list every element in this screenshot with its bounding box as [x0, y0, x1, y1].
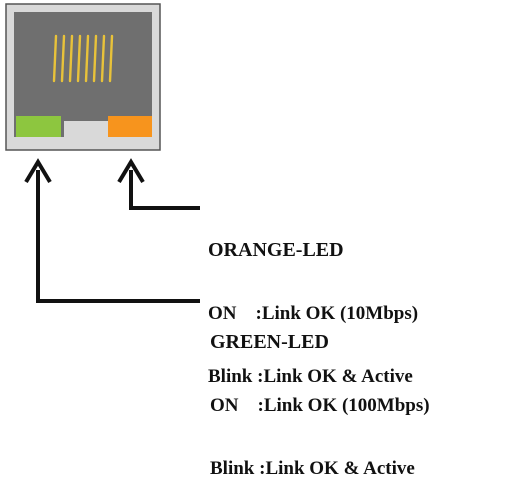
pin-8: [108, 34, 114, 83]
green-led-on-state: ON :Link OK (100Mbps): [210, 395, 430, 416]
pin-5: [84, 34, 90, 83]
orange-led-arrow: [117, 158, 200, 210]
pin-1: [52, 34, 58, 83]
green-arrowhead: [24, 158, 52, 184]
green-arrow-line: [36, 170, 200, 303]
pin-7: [100, 34, 106, 83]
green-led-description: GREEN-LED ON :Link OK (100Mbps) Blink :L…: [210, 290, 430, 500]
pin-3: [68, 34, 74, 83]
rj45-jack: [5, 3, 161, 151]
orange-led-title: ORANGE-LED: [208, 239, 344, 261]
rj45-led-diagram: [5, 3, 200, 303]
pin-2: [60, 34, 66, 83]
jack-inner-body: [14, 12, 152, 137]
orange-led-on-state: ON :Link OK (10Mbps): [208, 303, 419, 324]
green-led-arrow: [24, 158, 200, 303]
orange-arrow-line: [129, 170, 200, 210]
jack-pins: [52, 34, 114, 83]
pin-6: [92, 34, 98, 83]
green-led-title: GREEN-LED: [210, 331, 329, 353]
orange-arrowhead: [117, 158, 145, 184]
green-led: [16, 116, 61, 137]
orange-led: [108, 116, 152, 137]
green-led-blink-state: Blink :Link OK & Active: [210, 458, 415, 479]
pin-4: [76, 34, 82, 83]
